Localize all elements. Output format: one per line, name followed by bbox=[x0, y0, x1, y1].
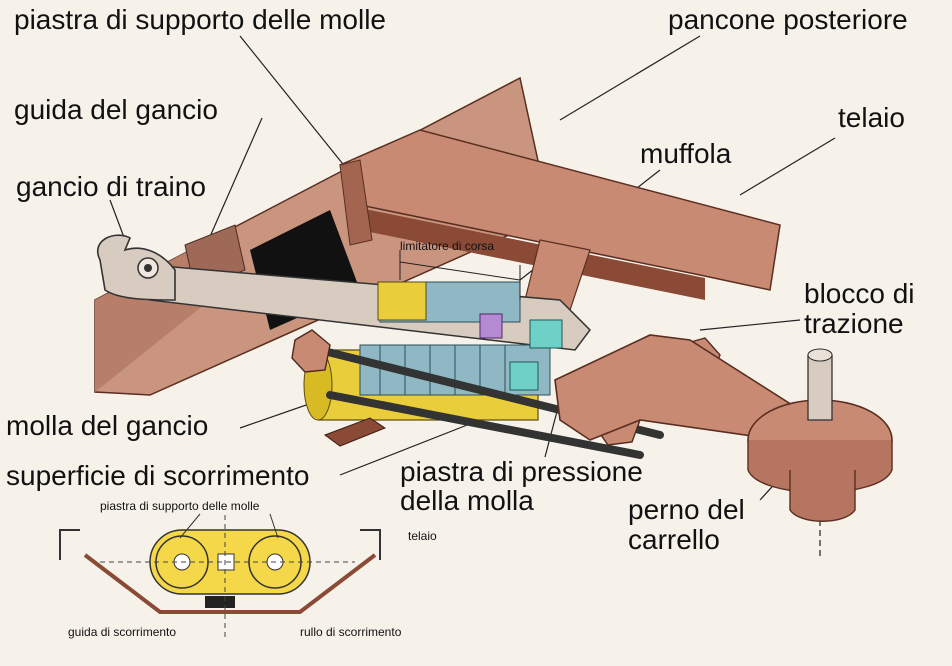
label-hook-guide: guida del gancio bbox=[14, 94, 218, 125]
stroke-limiter-bracket bbox=[399, 250, 521, 300]
label-frame: telaio bbox=[838, 102, 905, 133]
inset-label-spring-support-plate: piastra di supporto delle molle bbox=[100, 499, 260, 513]
inset-cross-section bbox=[59, 513, 381, 640]
label-traction-block-line1: blocco di bbox=[804, 278, 915, 309]
label-spring-pressure-plate-line1: piastra di pressione bbox=[400, 456, 643, 487]
inset-label-sliding-guide: guida di scorrimento bbox=[68, 625, 177, 639]
label-bogie-pivot-line1: perno del bbox=[628, 494, 745, 525]
label-sliding-surface: superficie di scorrimento bbox=[6, 460, 310, 491]
label-bogie-pivot-line2: carrello bbox=[628, 524, 720, 555]
label-spring-pressure-plate-line2: della molla bbox=[400, 485, 534, 516]
label-rear-buffer-beam: pancone posteriore bbox=[668, 4, 908, 35]
frame-channel bbox=[338, 129, 781, 311]
label-traction-block-line2: trazione bbox=[804, 308, 904, 339]
label-coupling-sleeve: muffola bbox=[640, 138, 732, 169]
inset-label-sliding-roller: rullo di scorrimento bbox=[300, 625, 402, 639]
label-hook-spring: molla del gancio bbox=[6, 410, 209, 441]
inset-label-frame: telaio bbox=[408, 529, 437, 543]
bogie-pivot bbox=[747, 348, 893, 522]
label-towing-hook: gancio di traino bbox=[16, 171, 206, 202]
coupling-sleeve bbox=[377, 281, 563, 391]
sliding-surface-block bbox=[323, 417, 387, 447]
label-spring-support-plate: piastra di supporto delle molle bbox=[14, 4, 386, 35]
label-stroke-limiter: limitatore di corsa bbox=[400, 239, 495, 253]
